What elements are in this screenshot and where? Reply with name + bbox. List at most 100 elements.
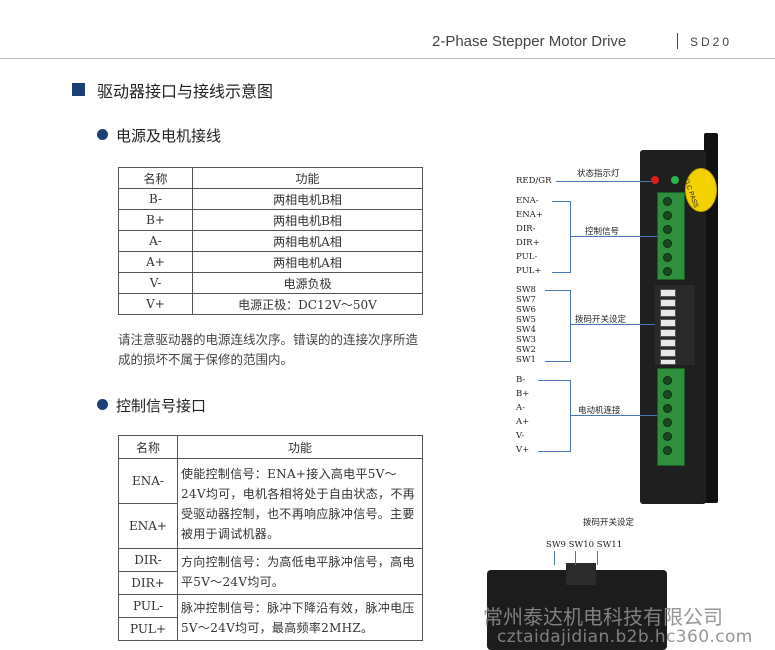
dip-pin-label: SW1 xyxy=(516,355,536,365)
wiring-note: 请注意驱动器的电源连线次序。错误的的连接次序所造成的损坏不属于保修的范围内。 xyxy=(118,332,419,367)
bullet-icon xyxy=(97,399,108,410)
power-subtitle: 电源及电机接线 xyxy=(116,127,222,145)
control-pin-label: PUL- xyxy=(516,252,538,262)
green-led-icon xyxy=(671,176,679,184)
pin-function: 两相电机B相 xyxy=(192,209,423,231)
table-header-row: 名称 功能 xyxy=(118,435,423,459)
bullet-icon xyxy=(97,129,108,140)
control-description: 控制信号 xyxy=(585,227,620,237)
dip-pin-label: SW5 xyxy=(516,315,536,325)
motor-pin-label: A- xyxy=(516,403,526,413)
motor-pin-label: V+ xyxy=(516,445,530,455)
leader-line xyxy=(554,551,555,565)
control-pin-label: PUL+ xyxy=(516,266,542,276)
table-row: ENA- 使能控制信号：ENA+接入高电平5V～24V均可，电机各相将处于自由状… xyxy=(118,458,423,549)
bottom-dip-labels: SW9 SW10 SW11 xyxy=(546,540,623,550)
dip-pin-label: SW6 xyxy=(516,305,536,315)
table-header-cell: 功能 xyxy=(192,167,423,189)
dip-switch xyxy=(660,309,676,317)
screw-icon xyxy=(663,197,672,206)
pin-name: V+ xyxy=(118,293,193,315)
heatsink-fin xyxy=(704,133,718,503)
pin-name: PUL+ xyxy=(118,617,178,641)
dip-switch xyxy=(660,299,676,307)
qc-pass-sticker xyxy=(685,168,717,212)
dip-pin-label: SW8 xyxy=(516,285,536,295)
table-row: B- 两相电机B相 xyxy=(118,188,423,210)
pin-function: 两相电机A相 xyxy=(192,230,423,252)
dip-bracket xyxy=(545,290,571,362)
section-marker xyxy=(72,83,85,96)
table-row: PUL+ xyxy=(118,617,423,641)
leader-line xyxy=(570,324,655,325)
dip-switch xyxy=(660,359,676,365)
table-row: A+ 两相电机A相 xyxy=(118,251,423,273)
motor-description: 电动机连接 xyxy=(578,406,621,416)
pin-name: V- xyxy=(118,272,193,294)
table-row: B+ 两相电机B相 xyxy=(118,209,423,231)
table-row: V+ 电源正极：DC12V～50V xyxy=(118,293,423,315)
table-row: V- 电源负极 xyxy=(118,272,423,294)
table-header-cell: 名称 xyxy=(118,167,193,189)
dip-switch xyxy=(660,329,676,337)
control-signal-table: 名称 功能 ENA- 使能控制信号：ENA+接入高电平5V～24V均可，电机各相… xyxy=(118,435,423,641)
pin-name: B- xyxy=(118,188,193,210)
section-title: 驱动器接口与接线示意图 xyxy=(97,82,274,101)
motor-pin-label: V- xyxy=(516,431,525,441)
motor-terminal-block xyxy=(657,368,685,466)
leader-line xyxy=(570,415,657,416)
dip-switch xyxy=(660,339,676,347)
dip-pin-label: SW4 xyxy=(516,325,536,335)
dip-description: 拨码开关设定 xyxy=(575,315,627,325)
screw-icon xyxy=(663,267,672,276)
screw-icon xyxy=(663,418,672,427)
screw-icon xyxy=(663,239,672,248)
pin-function: 两相电机A相 xyxy=(192,251,423,273)
screw-icon xyxy=(663,390,672,399)
motor-pin-label: B+ xyxy=(516,389,530,399)
pin-function: 方向控制信号：为高低电平脉冲信号，高电平5V～24V均可。 xyxy=(177,548,423,595)
led-pin-label: RED/GR xyxy=(516,176,552,186)
pin-name: A+ xyxy=(118,251,193,273)
control-subtitle: 控制信号接口 xyxy=(116,397,207,415)
motor-pin-label: A+ xyxy=(516,417,530,427)
leader-line xyxy=(597,551,598,565)
led-description: 状态指示灯 xyxy=(577,169,620,179)
table-row: DIR- 方向控制信号：为高低电平脉冲信号，高电平5V～24V均可。 xyxy=(118,548,423,595)
header-rule xyxy=(0,58,775,59)
dip-switch xyxy=(660,289,676,297)
dip-pin-label: SW7 xyxy=(516,295,536,305)
control-pin-label: DIR- xyxy=(516,224,536,234)
screw-icon xyxy=(663,376,672,385)
control-pin-label: DIR+ xyxy=(516,238,540,248)
leader-line xyxy=(556,181,651,182)
screw-icon xyxy=(663,432,672,441)
watermark-url: cztaidajidian.b2b.hc360.com xyxy=(497,627,753,647)
screw-icon xyxy=(663,253,672,262)
pin-function: 脉冲控制信号：脉冲下降沿有效，脉冲电压5V～24V均可，最高频率2MHZ。 xyxy=(177,594,423,641)
screw-icon xyxy=(663,446,672,455)
pin-function: 电源负极 xyxy=(192,272,423,294)
motor-pin-label: B- xyxy=(516,375,526,385)
control-pin-label: ENA+ xyxy=(516,210,543,220)
control-pin-label: ENA- xyxy=(516,196,539,206)
table-row: PUL- 脉冲控制信号：脉冲下降沿有效，脉冲电压5V～24V均可，最高频率2MH… xyxy=(118,594,423,641)
pin-name: PUL- xyxy=(118,594,178,618)
screw-icon xyxy=(663,404,672,413)
motor-bracket xyxy=(538,380,571,452)
model-number: SD20 xyxy=(690,35,733,49)
table-row: A- 两相电机A相 xyxy=(118,230,423,252)
dip-pin-label: SW2 xyxy=(516,345,536,355)
dip-pin-label: SW3 xyxy=(516,335,536,345)
document-title: 2-Phase Stepper Motor Drive xyxy=(432,33,627,50)
power-wiring-table: 名称 功能 B- 两相电机B相 B+ 两相电机B相 A- 两相电机A相 A+ 两… xyxy=(118,167,423,315)
control-bracket xyxy=(552,201,571,273)
pin-name: B+ xyxy=(118,209,193,231)
bottom-dip-block xyxy=(566,563,596,585)
bottom-dip-title: 拨码开关设定 xyxy=(583,518,635,528)
header-divider xyxy=(677,33,678,49)
watermark-company: 常州泰达机电科技有限公司 xyxy=(483,605,723,629)
table-header-row: 名称 功能 xyxy=(118,167,423,189)
pin-function: 电源正极：DC12V～50V xyxy=(192,293,423,315)
table-header-cell: 名称 xyxy=(118,435,178,459)
